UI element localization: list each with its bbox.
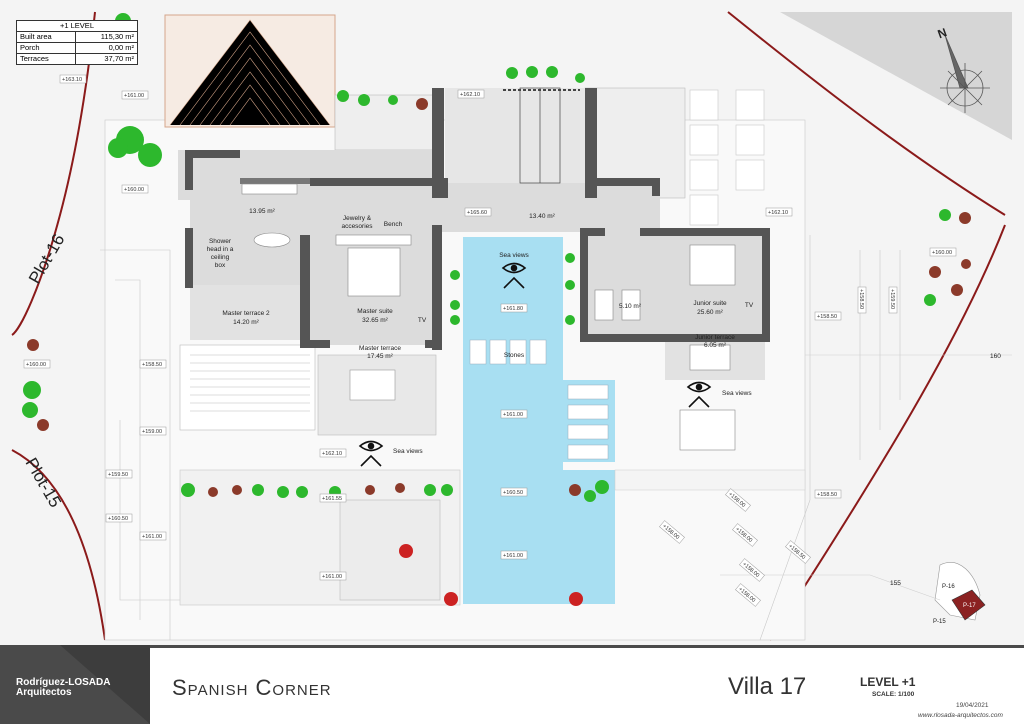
studio-logo: Rodríguez-LOSADA Arquitectos [0, 645, 150, 724]
level-tag: +158.50 [857, 286, 867, 314]
level-value: +158.50 [817, 314, 837, 320]
master-terrace-2-area: 14.20 m² [233, 319, 259, 326]
level-tag: +161.80 [500, 303, 528, 313]
level-value: +161.00 [503, 553, 523, 559]
level-tag: +158.50 [814, 311, 842, 321]
shower-label-2: head in a [207, 246, 234, 253]
level-value: +165.60 [467, 210, 487, 216]
keymap-p15: P-15 [933, 619, 946, 625]
level-tag: +161.00 [139, 531, 167, 541]
scale-label: SCALE: 1/100 [872, 691, 915, 698]
level-tag: +161.00 [500, 550, 528, 560]
level-value: +161.80 [503, 306, 523, 312]
footer-rule [150, 645, 1024, 648]
level-title: LEVEL +1 [860, 675, 916, 689]
bench-label: Bench [384, 221, 403, 228]
level-tag: +158.50 [139, 359, 167, 369]
level-tag: +160.00 [23, 359, 51, 369]
level-value: +160.50 [503, 490, 523, 496]
tv-left-label: TV [418, 317, 427, 324]
keymap-p17: P-17 [963, 603, 976, 609]
level-value: +160.50 [108, 516, 128, 522]
level-value: +161.00 [503, 412, 523, 418]
keymap-p16: P-16 [942, 584, 955, 590]
level-tag: +161.55 [319, 493, 347, 503]
hall-right-area: 13.40 m² [529, 213, 555, 220]
floor-plan: Plot-16 Plot-15 13.95 m² Jewelry & acces… [0, 0, 1024, 645]
master-terrace-area: 17.45 m² [367, 353, 393, 360]
sea-views-lower: Sea views [393, 448, 423, 455]
jewelry-label-1: Jewelry & [343, 215, 372, 222]
level-tag: +161.00 [319, 571, 347, 581]
date-label: 19/04/2021 [956, 702, 989, 709]
level-value: +161.00 [124, 93, 144, 99]
level-tag: +162.10 [319, 448, 347, 458]
level-tag: +159.50 [888, 286, 898, 314]
master-terrace-2-name: Master terrace 2 [222, 310, 270, 317]
title-block: Rodríguez-LOSADA Arquitectos Spanish Cor… [0, 645, 1024, 724]
villa-title: Villa 17 [728, 673, 807, 700]
level-value: +160.00 [26, 362, 46, 368]
level-value: +163.10 [62, 77, 82, 83]
level-value: +161.00 [322, 574, 342, 580]
master-suite-area: 32.65 m² [362, 317, 388, 324]
level-value: +162.10 [322, 451, 342, 457]
junior-suite-area: 25.60 m² [697, 309, 723, 316]
level-value: +159.50 [108, 472, 128, 478]
level-tag: +160.50 [105, 513, 133, 523]
level-tag: +161.00 [500, 409, 528, 419]
level-value: +160.00 [124, 187, 144, 193]
level-value: +162.10 [768, 210, 788, 216]
level-value: +158.50 [142, 362, 162, 368]
level-value: +158.50 [817, 492, 837, 498]
level-value: +162.10 [460, 92, 480, 98]
level-tag: +165.60 [464, 207, 492, 217]
jewelry-label-2: accesories [341, 223, 373, 230]
junior-terrace-name: Junior terrace [695, 334, 735, 341]
level-tag: +161.00 [121, 90, 149, 100]
shower-label-1: Shower [209, 238, 232, 245]
level-tag: +158.50 [814, 489, 842, 499]
tv-right-label: TV [745, 302, 754, 309]
level-value: +158.50 [858, 289, 864, 309]
north-arrow-icon [940, 34, 990, 113]
level-tag: +162.10 [457, 89, 485, 99]
level-value: +161.00 [142, 534, 162, 540]
website-label: www.rlosada-arquitectos.com [918, 712, 1003, 719]
hall-left-area: 13.95 m² [249, 208, 275, 215]
level-tag: +159.00 [139, 426, 167, 436]
sea-views-pool: Sea views [499, 252, 529, 259]
bath-right-area: 5.10 m² [619, 303, 642, 310]
level-tag: +163.10 [59, 74, 87, 84]
contour-155-label: 155 [890, 580, 901, 587]
junior-terrace-area: 6.05 m² [704, 342, 727, 349]
logo-line-2: Arquitectos [16, 687, 72, 698]
level-tag: +162.10 [765, 207, 793, 217]
project-title: Spanish Corner [172, 675, 332, 700]
level-value: +159.00 [142, 429, 162, 435]
level-value: +161.55 [322, 496, 342, 502]
stones-label: Stones [504, 352, 525, 359]
master-suite-name: Master suite [357, 308, 393, 315]
level-tag: +160.00 [121, 184, 149, 194]
contour-160-label: 160 [990, 353, 1001, 360]
sea-views-right: Sea views [722, 390, 752, 397]
level-value: +160.00 [932, 250, 952, 256]
shower-label-4: box [215, 262, 226, 269]
level-tag: +160.00 [929, 247, 957, 257]
level-value: +159.50 [889, 289, 895, 309]
level-tag: +160.50 [500, 487, 528, 497]
area-table-header: +1 LEVEL [16, 20, 138, 32]
level-tag: +159.50 [105, 469, 133, 479]
junior-suite-name: Junior suite [693, 300, 727, 307]
logo-line-1: Rodríguez-LOSADA [16, 677, 111, 688]
shower-label-3: ceiling [211, 254, 230, 261]
key-map [934, 562, 986, 621]
master-terrace-name: Master terrace [359, 345, 401, 352]
